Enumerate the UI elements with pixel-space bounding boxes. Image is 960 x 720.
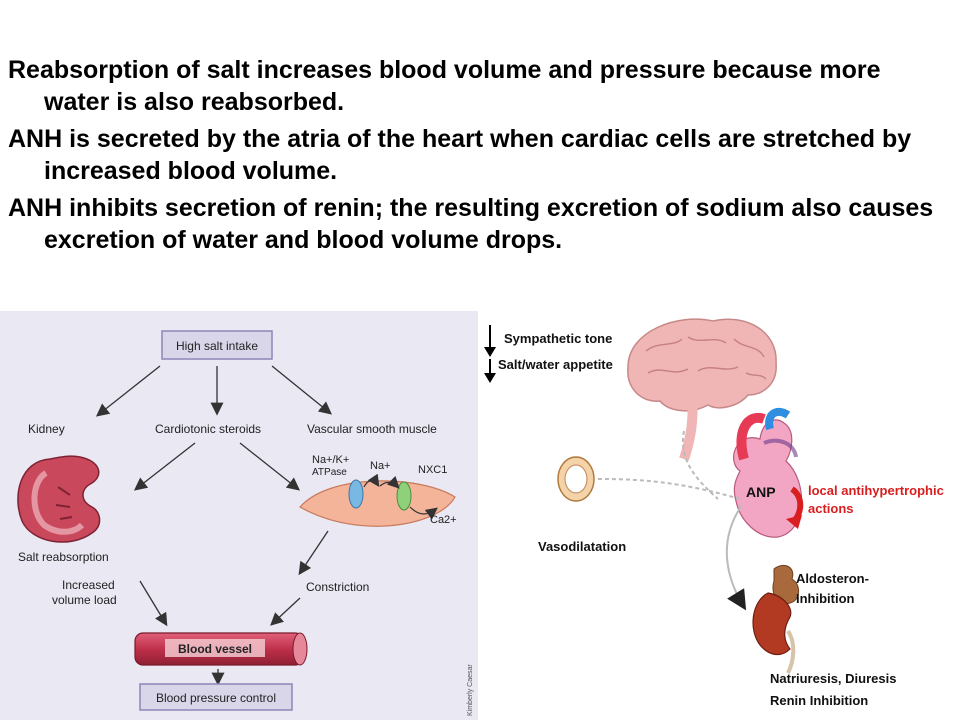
brain-dashed-path bbox=[681, 430, 719, 500]
heart-to-kidney-line bbox=[725, 504, 747, 611]
arrow-cardio-to-kidney bbox=[133, 442, 196, 491]
kidney-label: Kidney bbox=[28, 422, 65, 436]
salt-pressure-svg: High salt intake Kidney Cardiotonic ster… bbox=[17, 330, 474, 716]
bullet-anh-inhibition: ANH inhibits secretion of renin; the res… bbox=[8, 194, 934, 254]
vasodilatation-label: Vasodilatation bbox=[538, 539, 626, 554]
bp-control-label: Blood pressure control bbox=[156, 691, 276, 705]
decrease-arrows bbox=[484, 325, 496, 383]
muscle-cell-illustration bbox=[299, 473, 456, 527]
heart-to-vessel-line bbox=[597, 478, 741, 500]
high-salt-box bbox=[161, 330, 273, 360]
bp-control-box bbox=[139, 683, 293, 711]
local-actions-line2: actions bbox=[808, 501, 854, 516]
anp-diagram: Sympathetic tone Salt/water appetite ANP… bbox=[478, 311, 960, 720]
kidney-illustration bbox=[17, 455, 101, 543]
bullet-list: Reabsorption of salt increases blood vol… bbox=[8, 54, 948, 261]
salt-pressure-diagram: High salt intake Kidney Cardiotonic ster… bbox=[0, 311, 478, 720]
aldosteron-line2: Inhibition bbox=[796, 591, 855, 606]
credit-label: Kimberly Caesar bbox=[467, 664, 474, 716]
arrow-muscle-to-constriction bbox=[298, 530, 329, 576]
constriction-label: Constriction bbox=[306, 580, 369, 594]
bullet-anh-secretion: ANH is secreted by the atria of the hear… bbox=[8, 125, 912, 185]
arrow-to-kidney bbox=[95, 365, 161, 417]
bullet-salt-reabsorption: Reabsorption of salt increases blood vol… bbox=[8, 56, 881, 116]
cardiotonic-label: Cardiotonic steroids bbox=[155, 422, 261, 436]
arrow-to-vascular bbox=[271, 365, 333, 415]
arrow-volume-to-vessel bbox=[139, 580, 168, 627]
anp-label: ANP bbox=[746, 484, 776, 500]
aldosteron-line1: Aldosteron- bbox=[796, 571, 869, 586]
renin-inhibition-label: Renin Inhibition bbox=[770, 693, 868, 708]
atpase-label: ATPase bbox=[312, 467, 347, 478]
arrow-cardio-to-muscle bbox=[239, 442, 301, 491]
increased-label: Increased bbox=[62, 578, 115, 592]
salt-reabsorption-label: Salt reabsorption bbox=[18, 550, 109, 564]
nxc1-label: NXC1 bbox=[418, 464, 447, 476]
na-label: Na+ bbox=[370, 460, 391, 472]
heart-illustration bbox=[733, 407, 804, 538]
kidney-adrenal-illustration bbox=[752, 564, 799, 674]
local-actions-line1: local antihypertrophic bbox=[808, 483, 944, 498]
vascular-label: Vascular smooth muscle bbox=[307, 422, 437, 436]
vessel-cross-section bbox=[557, 456, 595, 502]
blood-vessel-label: Blood vessel bbox=[178, 642, 252, 656]
ca-label: Ca2+ bbox=[430, 514, 457, 526]
salt-water-label: Salt/water appetite bbox=[498, 357, 613, 372]
natriuresis-label: Natriuresis, Diuresis bbox=[770, 671, 896, 686]
arrow-constriction-to-vessel bbox=[270, 597, 301, 626]
high-salt-label: High salt intake bbox=[176, 339, 258, 353]
anp-svg: Sympathetic tone Salt/water appetite ANP… bbox=[484, 318, 944, 708]
blood-vessel-illustration bbox=[134, 632, 308, 666]
volume-load-label: volume load bbox=[52, 593, 117, 607]
na-k-label: Na+/K+ bbox=[312, 454, 349, 466]
sympathetic-label: Sympathetic tone bbox=[504, 331, 612, 346]
